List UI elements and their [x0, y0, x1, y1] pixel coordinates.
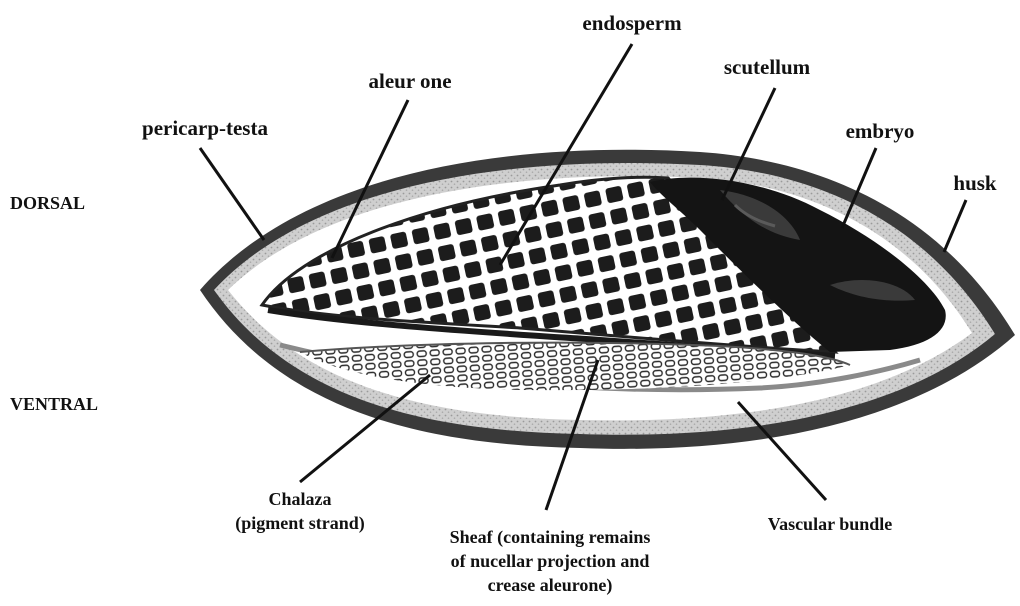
label-dorsal: DORSAL	[10, 193, 85, 213]
label-chalaza-line1: Chalaza	[269, 489, 332, 509]
label-sheaf-line3: crease aleurone)	[488, 575, 613, 596]
label-vascular-bundle: Vascular bundle	[768, 514, 893, 534]
label-ventral: VENTRAL	[10, 394, 98, 414]
label-aleurone: aleur one	[368, 69, 451, 93]
label-pericarp-testa: pericarp-testa	[142, 116, 268, 140]
label-endosperm: endosperm	[582, 11, 682, 35]
label-sheaf-line2: of nucellar projection and	[451, 551, 650, 571]
label-embryo: embryo	[846, 119, 915, 143]
leader-husk	[944, 200, 966, 252]
leader-pericarp-testa	[200, 148, 264, 240]
label-scutellum: scutellum	[724, 55, 811, 79]
label-chalaza-line2: (pigment strand)	[235, 513, 365, 534]
label-sheaf-line1: Sheaf (containing remains	[450, 527, 651, 548]
label-husk: husk	[953, 171, 997, 195]
